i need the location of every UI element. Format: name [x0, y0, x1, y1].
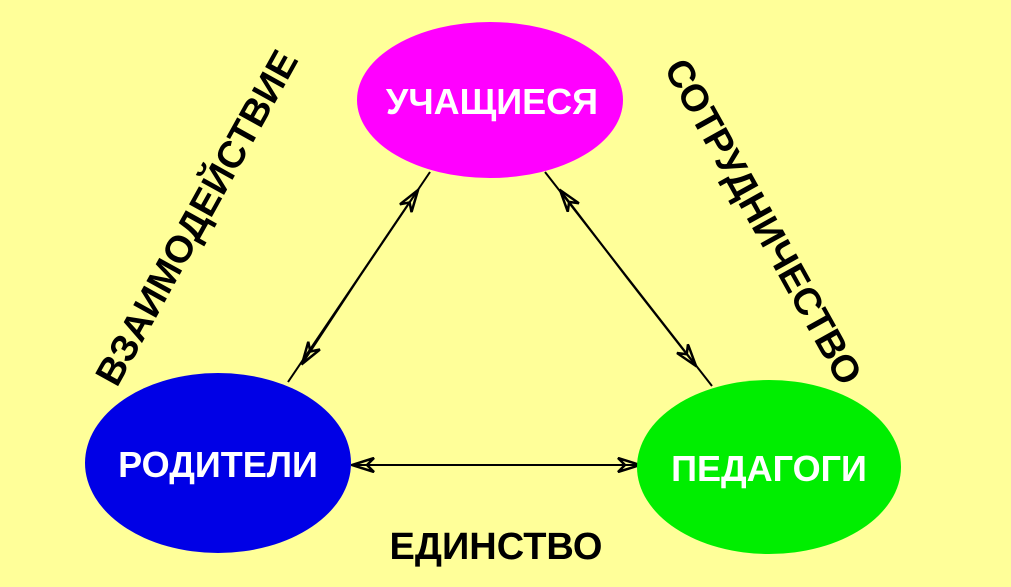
node-parents-label: РОДИТЕЛИ [118, 444, 318, 485]
node-teachers-shape [637, 380, 901, 554]
node-parents-shape [85, 373, 351, 553]
edge-right-label: СОТРУДНИЧЕСТВО [656, 52, 870, 392]
node-students-label: УЧАЩИЕСЯ [386, 81, 598, 122]
node-parents: РОДИТЕЛИ [85, 373, 351, 553]
node-teachers: ПЕДАГОГИ [637, 380, 901, 554]
edge-left-label: ВЗАИМОДЕЙСТВИЕ [85, 42, 307, 392]
edge-left-arrow [287, 171, 431, 383]
edge-bottom-label: ЕДИНСТВО [390, 526, 603, 568]
edge-right-arrow [544, 171, 713, 387]
node-students-shape [357, 22, 623, 178]
node-students: УЧАЩИЕСЯ [357, 22, 623, 178]
node-teachers-label: ПЕДАГОГИ [671, 448, 867, 489]
